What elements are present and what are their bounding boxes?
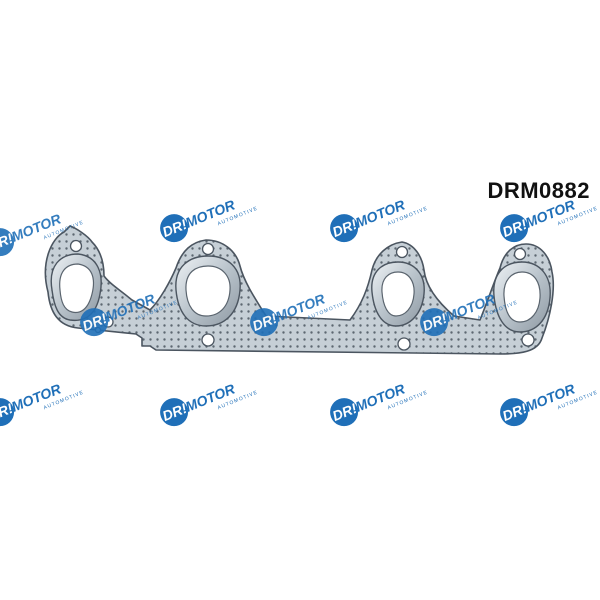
port-2: [175, 255, 241, 327]
gasket-body: [44, 225, 555, 355]
brand-logo-icon: [330, 214, 359, 243]
brand-logo-icon: [250, 308, 279, 337]
brand-logo-icon: [500, 214, 529, 243]
exhaust-manifold-gasket: [44, 225, 555, 355]
brand-logo-icon: [160, 214, 189, 243]
brand-logo-icon: [160, 398, 189, 427]
brand-logo-icon: [330, 398, 359, 427]
part-number: DRM0882: [487, 178, 590, 203]
brand-logo-icon: [0, 228, 15, 257]
port-3: [371, 261, 425, 327]
port-1: [50, 253, 102, 322]
brand-logo-icon: [420, 308, 449, 337]
port-4: [493, 261, 551, 333]
brand-logo-icon: [80, 308, 109, 337]
brand-logo-icon: [0, 398, 15, 427]
brand-logo-icon: [500, 398, 529, 427]
